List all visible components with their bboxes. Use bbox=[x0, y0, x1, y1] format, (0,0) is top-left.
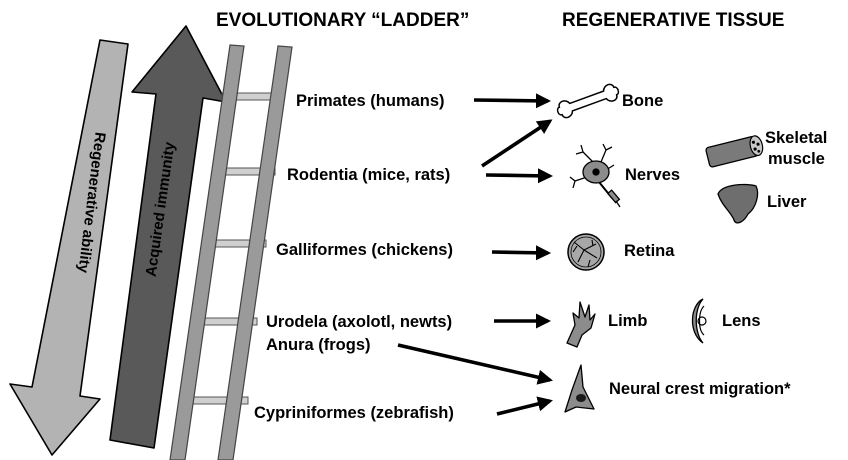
ladder-heading: EVOLUTIONARY “LADDER” bbox=[216, 10, 469, 31]
rung-label-galliformes: Galliformes (chickens) bbox=[276, 241, 453, 259]
retina-icon bbox=[568, 234, 604, 270]
arrow-rodentia-nerves bbox=[486, 175, 550, 176]
tissue-label-limb: Limb bbox=[608, 312, 647, 330]
rung-label-cypriniformes: Cypriniformes (zebrafish) bbox=[254, 404, 454, 422]
liver-icon bbox=[718, 185, 758, 223]
neuron-icon bbox=[570, 144, 620, 207]
rung-label-urodela: Urodela (axolotl, newts) bbox=[266, 313, 452, 331]
arrow-primates-bone bbox=[474, 100, 548, 101]
rung-label-primates: Primates (humans) bbox=[296, 92, 445, 110]
rung-label-anura: Anura (frogs) bbox=[266, 336, 371, 354]
tissue-label-neural-crest: Neural crest migration* bbox=[609, 380, 791, 398]
arrow-anura-neural-crest bbox=[398, 345, 550, 380]
tissue-label-nerves: Nerves bbox=[625, 166, 680, 184]
limb-icon bbox=[567, 302, 595, 347]
tissue-label-lens: Lens bbox=[722, 312, 761, 330]
skeletal-muscle-icon bbox=[705, 135, 764, 168]
tissue-label-skeletal-muscle-1: Skeletal bbox=[765, 129, 827, 147]
arrow-rodentia-bone bbox=[482, 121, 550, 166]
arrow-cypriniformes-neural-crest bbox=[497, 401, 550, 414]
rung-label-rodentia: Rodentia (mice, rats) bbox=[287, 166, 450, 184]
tissue-label-liver: Liver bbox=[767, 193, 807, 211]
tissue-label-skeletal-muscle-2: muscle bbox=[768, 150, 825, 168]
tissue-label-bone: Bone bbox=[622, 92, 663, 110]
regenerative-ability-arrow: Regenerative ability bbox=[10, 40, 128, 455]
tissue-label-retina: Retina bbox=[624, 242, 675, 260]
neural-crest-cell-icon bbox=[565, 365, 594, 412]
lens-icon bbox=[692, 299, 706, 343]
arrow-galliformes-retina bbox=[492, 252, 548, 253]
bone-icon bbox=[555, 82, 621, 120]
tissue-heading: REGENERATIVE TISSUE bbox=[562, 10, 784, 31]
